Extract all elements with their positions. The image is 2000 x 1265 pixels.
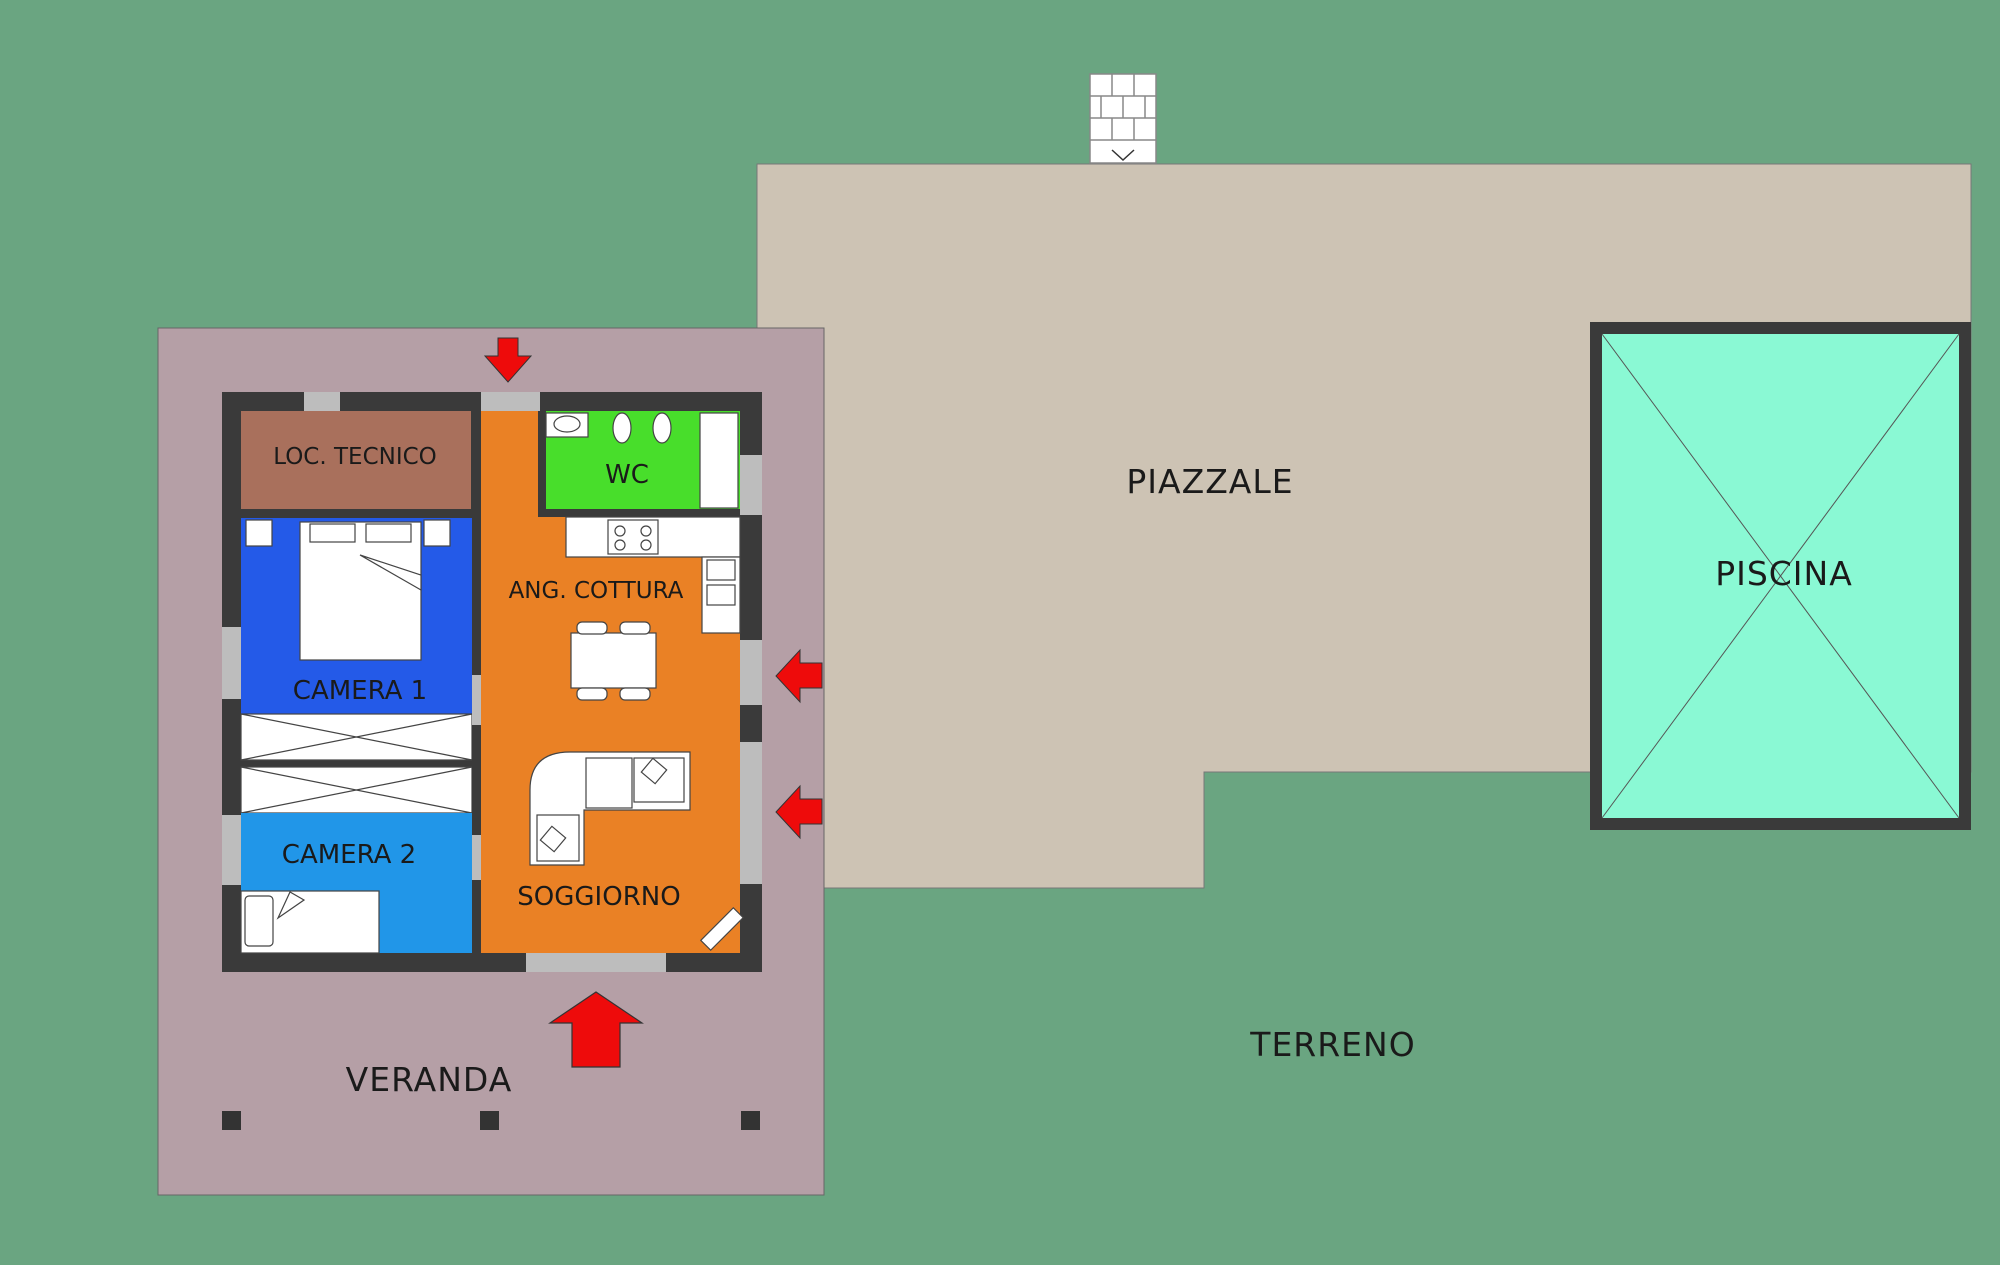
double-bed [245, 519, 451, 661]
soggiorno-label: SOGGIORNO [517, 882, 680, 912]
chimney-steps [1089, 73, 1157, 164]
dining-table [570, 621, 657, 701]
top-entrance-arrow [483, 337, 533, 383]
kitchen-counter [565, 516, 741, 634]
main-entrance-arrow [548, 991, 644, 1068]
terreno-label: TERRENO [1249, 1025, 1415, 1064]
camera1-label: CAMERA 1 [293, 676, 427, 706]
camera2-label: CAMERA 2 [282, 840, 416, 870]
loc-tecnico-room [241, 411, 471, 509]
piscina-label: PISCINA [1715, 554, 1853, 593]
corner-sofa [529, 751, 691, 866]
wc-label: WC [605, 460, 649, 490]
piazzale-label: PIAZZALE [1126, 462, 1293, 501]
windows [222, 392, 762, 972]
veranda-post [741, 1111, 760, 1130]
veranda-post [222, 1111, 241, 1130]
piscina [1590, 322, 1971, 830]
right-entrance-arrow-2 [775, 784, 823, 840]
single-bed [240, 890, 380, 954]
wc-fixtures [545, 412, 739, 509]
loc-tecnico-label: LOC. TECNICO [273, 444, 437, 470]
veranda-label: VERANDA [346, 1060, 513, 1099]
ang-cottura-label: ANG. COTTURA [509, 578, 684, 604]
right-entrance-arrow-1 [775, 648, 823, 704]
tv-unit [699, 906, 745, 952]
veranda-post [480, 1111, 499, 1130]
